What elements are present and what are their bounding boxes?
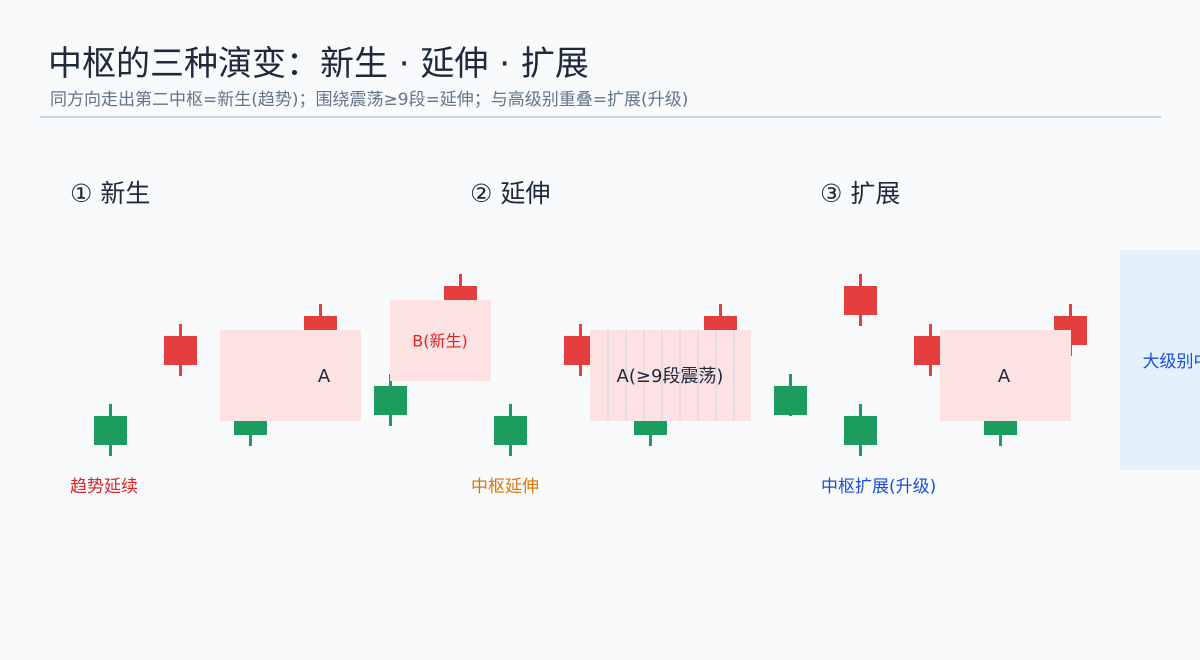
p2-candle-5-body xyxy=(774,386,807,415)
title-divider xyxy=(40,116,1161,118)
panel-heading-expansion: ③ 扩展 xyxy=(820,179,901,208)
panel-caption-birth: 趋势延续 xyxy=(70,477,138,497)
higher-level-pivot-label: 大级别中枢 xyxy=(1143,352,1200,372)
p3-pivot-label: A xyxy=(998,366,1011,387)
p3-pivot-box xyxy=(940,330,1071,421)
p3-candle-1-body xyxy=(844,416,877,445)
panel-caption-expansion: 中枢扩展(升级) xyxy=(821,477,937,497)
p1-pivot-b-label: B(新生) xyxy=(412,332,467,351)
p1-candle-2-body xyxy=(164,336,197,365)
p2-pivot-box xyxy=(590,330,751,421)
p2-candle-1-body xyxy=(494,416,527,445)
page-subtitle: 同方向走出第二中枢=新生(趋势)；围绕震荡≥9段=延伸；与高级别重叠=扩展(升级… xyxy=(50,90,689,110)
higher-level-pivot-box xyxy=(1120,250,1200,470)
p1-candle-5-body xyxy=(374,386,407,415)
p1-pivot-b-box xyxy=(390,300,491,381)
p1-candle-1-body xyxy=(94,416,127,445)
p2-pivot-label: A(≥9段震荡) xyxy=(617,366,724,387)
panel-caption-extension: 中枢延伸 xyxy=(471,477,539,497)
p1-pivot-a-label: A xyxy=(318,366,331,387)
panel-heading-extension: ② 延伸 xyxy=(470,179,551,208)
p1-pivot-a-box xyxy=(220,330,361,421)
page-title: 中枢的三种演变：新生 · 延伸 · 扩展 xyxy=(48,44,589,84)
p3-candle-2-body xyxy=(844,286,877,315)
panel-heading-birth: ① 新生 xyxy=(70,179,151,208)
